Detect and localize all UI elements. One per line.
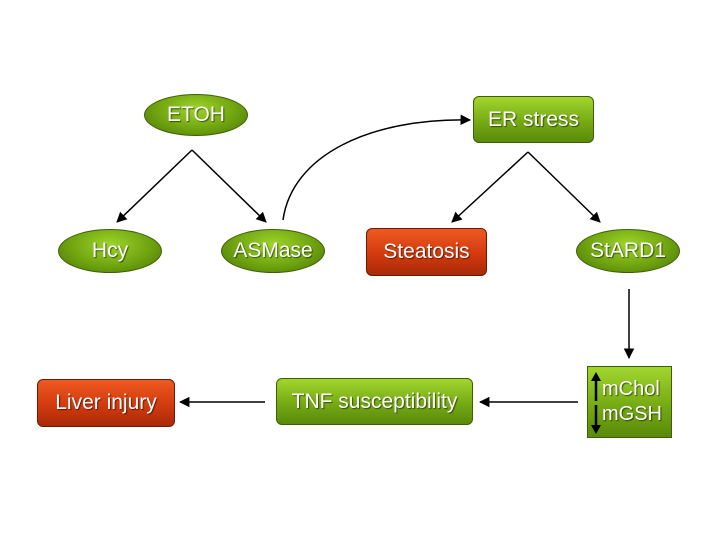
- node-etoh: ETOH: [144, 94, 248, 136]
- arrow-etoh-to-hcy: [116, 149, 193, 223]
- arrow-asmase-to-er-stress: [282, 114, 472, 221]
- up-down-arrows-icon: [591, 372, 601, 434]
- arrow-er-stress-to-steatosis: [451, 151, 529, 223]
- mgsh-label: mGSH: [602, 403, 662, 425]
- mchol-label: mChol: [602, 378, 660, 400]
- arrow-er-stress-to-stard1: [527, 151, 601, 223]
- node-asmase: ASMase: [221, 229, 325, 273]
- node-tnf-susceptibility: TNF susceptibility: [276, 378, 473, 425]
- node-liver-injury: Liver injury: [37, 379, 175, 427]
- node-steatosis: Steatosis: [366, 228, 487, 276]
- node-hcy: Hcy: [58, 229, 162, 273]
- node-stard1: StARD1: [576, 229, 680, 273]
- arrow-etoh-to-asmase: [191, 149, 267, 223]
- node-mitochondrial-levels: mChol mGSH: [587, 366, 672, 438]
- node-er-stress: ER stress: [473, 96, 594, 143]
